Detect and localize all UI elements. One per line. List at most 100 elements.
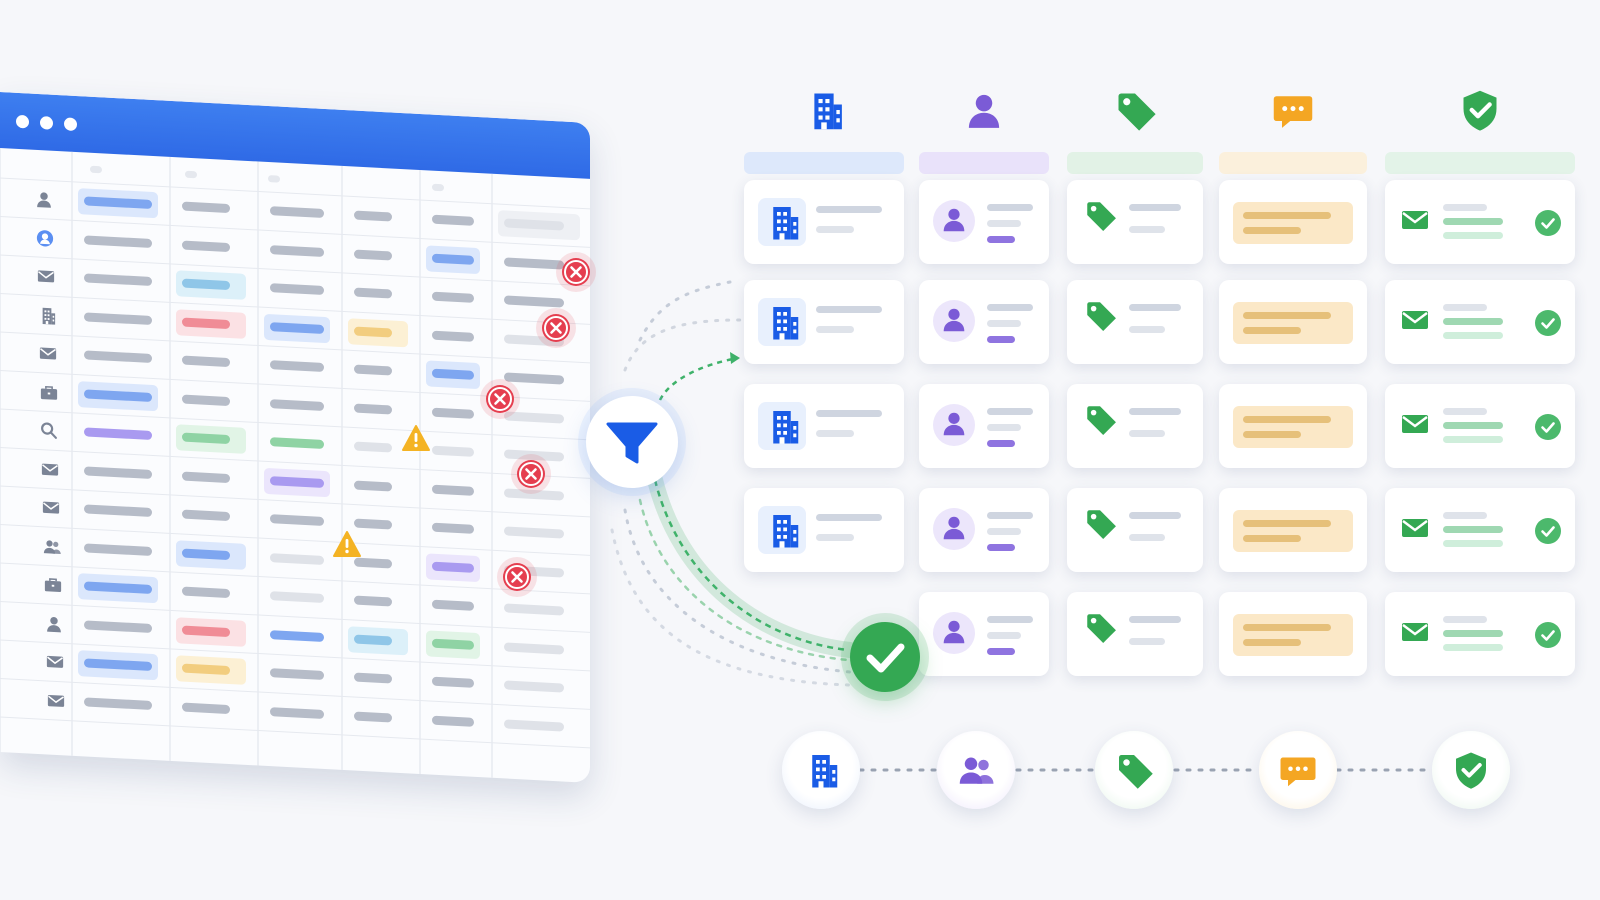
warning-icon[interactable]: [332, 530, 362, 563]
contact-column-icon[interactable]: [962, 88, 1006, 137]
cell-value[interactable]: [354, 634, 392, 646]
cell-value[interactable]: [354, 672, 392, 684]
message-card[interactable]: [1219, 592, 1367, 676]
search-icon: [41, 422, 58, 439]
message-card[interactable]: [1219, 488, 1367, 572]
shield-check-icon: [1456, 752, 1486, 789]
mail-icon: [47, 694, 64, 707]
contact-card[interactable]: [919, 180, 1049, 264]
verified-card[interactable]: [1385, 384, 1575, 468]
verified-column-header[interactable]: [1385, 152, 1575, 174]
row-icon[interactable]: [36, 266, 56, 287]
company-card[interactable]: [744, 280, 904, 364]
pipeline-step-tag[interactable]: [1095, 731, 1173, 809]
contact-card[interactable]: [919, 280, 1049, 364]
row-icon[interactable]: [39, 382, 59, 403]
tag-column-header[interactable]: [1067, 152, 1203, 174]
tag-card[interactable]: [1067, 488, 1203, 572]
pipeline-step-contact[interactable]: [937, 731, 1015, 809]
mail-icon: [46, 655, 63, 668]
row-icon[interactable]: [39, 420, 59, 441]
header-cell[interactable]: [268, 175, 280, 183]
message-column-icon[interactable]: [1271, 88, 1315, 137]
error-icon[interactable]: [562, 258, 590, 286]
mail-icon: [42, 463, 59, 476]
message-card[interactable]: [1219, 180, 1367, 264]
pipeline-step-verified[interactable]: [1432, 731, 1510, 809]
filter-button[interactable]: [586, 396, 678, 488]
header-cell[interactable]: [432, 183, 444, 192]
cell-value[interactable]: [354, 287, 392, 299]
tag-card[interactable]: [1067, 592, 1203, 676]
header-cell[interactable]: [90, 165, 102, 174]
error-icon[interactable]: [503, 563, 531, 591]
row-icon[interactable]: [42, 536, 62, 557]
company-card[interactable]: [744, 488, 904, 572]
cell-value[interactable]: [354, 595, 392, 607]
verified-card[interactable]: [1385, 180, 1575, 264]
error-icon[interactable]: [542, 314, 570, 342]
row-icon[interactable]: [34, 189, 54, 210]
funnel-icon: [606, 422, 658, 464]
cell-value[interactable]: [354, 711, 392, 723]
verified-card[interactable]: [1385, 280, 1575, 364]
cell-value[interactable]: [354, 326, 392, 338]
contact-card[interactable]: [919, 488, 1049, 572]
contact-card[interactable]: [919, 384, 1049, 468]
company-column-header[interactable]: [744, 152, 904, 174]
message-column-header[interactable]: [1219, 152, 1367, 174]
users-icon: [43, 539, 61, 554]
cell-value[interactable]: [354, 249, 392, 261]
chat-icon: [1280, 757, 1316, 787]
row-icon[interactable]: [46, 690, 66, 711]
cell-value[interactable]: [354, 441, 392, 453]
cell-value[interactable]: [354, 364, 392, 376]
building-icon: [773, 411, 799, 444]
window-dot: [64, 117, 77, 132]
warning-icon[interactable]: [401, 424, 431, 457]
building-icon: [814, 93, 842, 130]
cell-value[interactable]: [354, 403, 392, 415]
tag-card[interactable]: [1067, 384, 1203, 468]
tag-icon: [1087, 510, 1116, 539]
tag-icon: [1087, 406, 1116, 435]
verified-card[interactable]: [1385, 592, 1575, 676]
header-cell[interactable]: [185, 170, 197, 179]
error-icon[interactable]: [517, 460, 545, 488]
message-card[interactable]: [1219, 280, 1367, 364]
row-icon[interactable]: [41, 497, 61, 518]
message-card[interactable]: [1219, 384, 1367, 468]
building-icon: [42, 307, 55, 325]
tag-icon: [1087, 302, 1116, 331]
contact-card[interactable]: [919, 592, 1049, 676]
error-icon[interactable]: [486, 385, 514, 413]
tag-icon: [1119, 755, 1153, 789]
pipeline-step-company[interactable]: [782, 731, 860, 809]
tag-card[interactable]: [1067, 280, 1203, 364]
verified-card[interactable]: [1385, 488, 1575, 572]
verified-column-icon[interactable]: [1458, 88, 1502, 137]
company-column-icon[interactable]: [802, 88, 846, 137]
tag-card[interactable]: [1067, 180, 1203, 264]
contact-column-header[interactable]: [919, 152, 1049, 174]
company-card[interactable]: [744, 180, 904, 264]
row-icon[interactable]: [37, 304, 57, 325]
row-icon[interactable]: [43, 574, 63, 595]
row-icon[interactable]: [38, 343, 58, 364]
pipeline-step-message[interactable]: [1259, 731, 1337, 809]
row-icon[interactable]: [44, 613, 64, 634]
tag-column-icon[interactable]: [1113, 88, 1157, 137]
row-icon[interactable]: [45, 651, 65, 672]
person-icon: [943, 208, 965, 232]
cell-value[interactable]: [354, 518, 392, 530]
building-icon: [812, 755, 838, 788]
window-dot: [16, 114, 29, 129]
row-icon[interactable]: [40, 459, 60, 480]
mail-icon: [1402, 211, 1428, 229]
company-card[interactable]: [744, 384, 904, 468]
cell-value[interactable]: [354, 210, 392, 222]
cell-value[interactable]: [354, 480, 392, 492]
mail-icon: [1402, 415, 1428, 433]
row-icon[interactable]: [35, 227, 55, 248]
window-dot: [40, 116, 53, 130]
